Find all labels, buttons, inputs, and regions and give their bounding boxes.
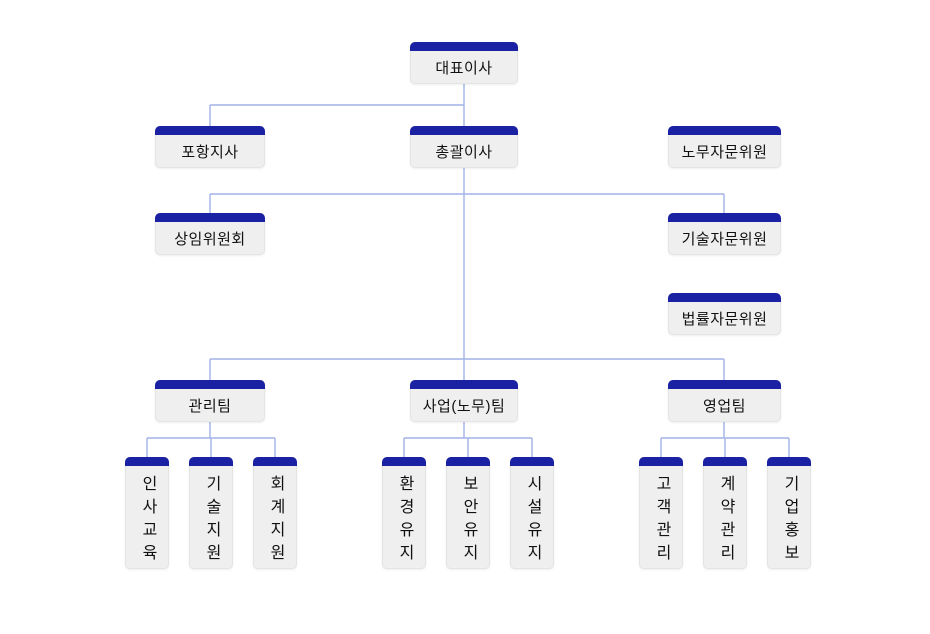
node-accent-bar bbox=[155, 380, 265, 389]
node-label: 대표이사 bbox=[435, 60, 493, 77]
node-accent-bar bbox=[668, 293, 781, 302]
node-accent-bar bbox=[668, 126, 781, 135]
org-node-standing-committee: 상임위원회 bbox=[155, 213, 265, 255]
node-label: 포항지사 bbox=[181, 144, 239, 161]
org-node-customer-management: 고객관리 bbox=[639, 457, 683, 569]
org-node-facility-maintenance: 시설유지 bbox=[510, 457, 554, 569]
org-node-legal-advisor: 법률자문위원 bbox=[668, 293, 781, 335]
node-accent-bar bbox=[155, 126, 265, 135]
node-accent-bar bbox=[410, 380, 518, 389]
node-label: 노무자문위원 bbox=[681, 144, 768, 161]
org-node-tech-advisor: 기술자문위원 bbox=[668, 213, 781, 255]
org-node-pohang-branch: 포항지사 bbox=[155, 126, 265, 168]
org-node-team-business-labor: 사업(노무)팀 bbox=[410, 380, 518, 422]
node-accent-bar bbox=[253, 457, 297, 466]
node-accent-bar bbox=[189, 457, 233, 466]
org-node-contract-management: 계약관리 bbox=[703, 457, 747, 569]
node-label: 관리팀 bbox=[188, 398, 232, 415]
node-label: 기술지원 bbox=[203, 475, 220, 567]
org-node-executive-director: 총괄이사 bbox=[410, 126, 518, 168]
node-label: 기술자문위원 bbox=[681, 231, 768, 248]
node-accent-bar bbox=[668, 213, 781, 222]
node-label: 시설유지 bbox=[524, 475, 541, 567]
node-accent-bar bbox=[410, 42, 518, 51]
org-node-security-maintenance: 보안유지 bbox=[446, 457, 490, 569]
org-node-accounting-support: 회계지원 bbox=[253, 457, 297, 569]
node-accent-bar bbox=[703, 457, 747, 466]
node-label: 고객관리 bbox=[653, 475, 670, 567]
org-node-tech-support: 기술지원 bbox=[189, 457, 233, 569]
node-label: 법률자문위원 bbox=[681, 311, 768, 328]
node-label: 총괄이사 bbox=[435, 144, 493, 161]
node-accent-bar bbox=[446, 457, 490, 466]
node-accent-bar bbox=[510, 457, 554, 466]
node-label: 인사교육 bbox=[139, 475, 156, 567]
node-label: 사업(노무)팀 bbox=[422, 398, 506, 415]
org-node-team-sales: 영업팀 bbox=[668, 380, 781, 422]
node-accent-bar bbox=[155, 213, 265, 222]
node-label: 영업팀 bbox=[703, 398, 746, 415]
org-node-labor-advisor: 노무자문위원 bbox=[668, 126, 781, 168]
node-label: 기업홍보 bbox=[781, 475, 798, 567]
org-node-ceo: 대표이사 bbox=[410, 42, 518, 84]
org-node-environment-maintenance: 환경유지 bbox=[382, 457, 426, 569]
node-label: 보안유지 bbox=[460, 475, 477, 567]
node-label: 상임위원회 bbox=[174, 231, 246, 248]
node-label: 환경유지 bbox=[396, 475, 413, 567]
org-node-team-management: 관리팀 bbox=[155, 380, 265, 422]
node-label: 계약관리 bbox=[717, 475, 734, 567]
node-accent-bar bbox=[410, 126, 518, 135]
node-accent-bar bbox=[639, 457, 683, 466]
node-label: 회계지원 bbox=[267, 475, 284, 567]
org-node-corporate-pr: 기업홍보 bbox=[767, 457, 811, 569]
node-accent-bar bbox=[668, 380, 781, 389]
node-accent-bar bbox=[125, 457, 169, 466]
node-accent-bar bbox=[382, 457, 426, 466]
org-node-hr-education: 인사교육 bbox=[125, 457, 169, 569]
node-accent-bar bbox=[767, 457, 811, 466]
